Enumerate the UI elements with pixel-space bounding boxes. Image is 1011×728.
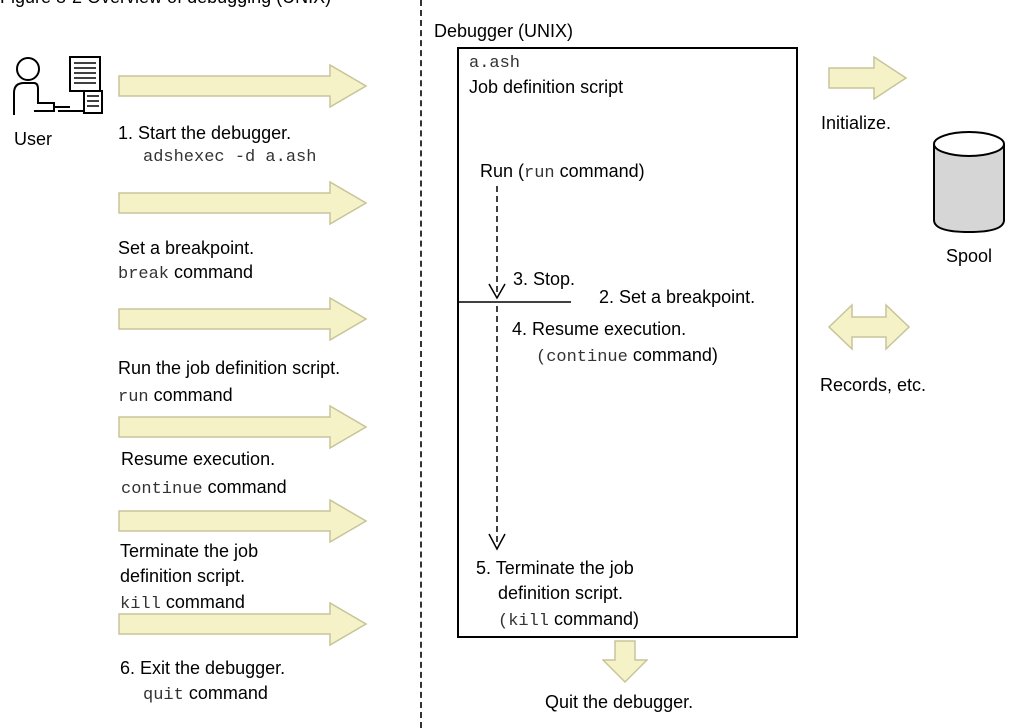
terminate-label-2: definition script. bbox=[498, 583, 624, 603]
continue-arrow bbox=[118, 405, 368, 449]
terminate-label-1: 5. Terminate the job bbox=[476, 558, 634, 578]
step-quit-command: quit command bbox=[143, 682, 268, 707]
terminate-open: ( bbox=[498, 612, 509, 631]
quit-down-arrow bbox=[602, 640, 648, 684]
step-break-code: break bbox=[118, 265, 170, 284]
resume-label: 4. Resume execution. bbox=[512, 319, 687, 339]
step-break-suffix: command bbox=[169, 262, 254, 282]
step-break-label: Set a breakpoint. bbox=[118, 238, 255, 258]
step-quit-code: quit bbox=[143, 686, 184, 705]
terminate-code: kill bbox=[508, 612, 550, 631]
stop-label: 3. Stop. bbox=[513, 269, 576, 289]
run-arrow bbox=[118, 297, 368, 341]
records-label: Records, etc. bbox=[820, 375, 927, 395]
step-run-suffix: command bbox=[148, 385, 233, 405]
spool-cylinder-icon bbox=[928, 128, 1010, 236]
debugger-box bbox=[457, 47, 798, 638]
break-arrow bbox=[118, 181, 368, 225]
terminate-close: command) bbox=[549, 609, 640, 629]
set-breakpoint-label: 2. Set a breakpoint. bbox=[599, 287, 756, 307]
spool-label: Spool bbox=[946, 246, 993, 266]
initialize-label: Initialize. bbox=[821, 113, 892, 133]
initialize-arrow bbox=[828, 56, 908, 100]
script-filename: a.ash bbox=[469, 54, 521, 73]
figure-title: Figure 8-2 Overview of debugging (UNIX) bbox=[0, 0, 331, 8]
step-run-label: Run the job definition script. bbox=[118, 358, 341, 378]
quit-arrow bbox=[118, 602, 368, 646]
run-step-label: Run (run command) bbox=[480, 160, 645, 185]
step-continue-label: Resume execution. bbox=[121, 449, 276, 469]
step-continue-code: continue bbox=[121, 480, 203, 499]
resume-command: (continue command) bbox=[536, 344, 718, 369]
step-quit-label: 6. Exit the debugger. bbox=[120, 658, 286, 678]
resume-code: continue bbox=[546, 348, 628, 367]
step-kill-label-2: definition script. bbox=[120, 566, 246, 586]
step-run-code: run bbox=[118, 388, 149, 407]
step-kill-command: kill command bbox=[120, 591, 245, 616]
step-start-label: 1. Start the debugger. bbox=[118, 123, 292, 143]
debugger-label: Debugger (UNIX) bbox=[434, 21, 574, 41]
run-step-prefix: Run ( bbox=[480, 161, 525, 181]
resume-close: command) bbox=[627, 345, 718, 365]
step-run-command: run command bbox=[118, 384, 233, 409]
step-continue-command: continue command bbox=[121, 476, 287, 501]
start-arrow bbox=[118, 64, 368, 108]
step-kill-suffix: command bbox=[160, 592, 245, 612]
kill-arrow bbox=[118, 499, 368, 543]
quit-label: Quit the debugger. bbox=[545, 692, 694, 712]
run-step-code: run bbox=[524, 164, 555, 183]
user-label: User bbox=[14, 129, 53, 149]
script-label: Job definition script bbox=[469, 77, 624, 97]
step-continue-suffix: command bbox=[202, 477, 287, 497]
user-computer-icon bbox=[8, 55, 108, 117]
step-start-code: adshexec -d a.ash bbox=[143, 148, 317, 167]
step-kill-code: kill bbox=[120, 595, 161, 614]
records-arrow bbox=[828, 303, 910, 351]
run-step-suffix: command) bbox=[554, 161, 645, 181]
section-divider bbox=[420, 0, 422, 728]
step-break-command: break command bbox=[118, 261, 253, 286]
resume-open: ( bbox=[536, 348, 547, 367]
step-kill-label-1: Terminate the job bbox=[120, 541, 259, 561]
terminate-command: (kill command) bbox=[498, 608, 639, 633]
step-quit-suffix: command bbox=[183, 683, 268, 703]
